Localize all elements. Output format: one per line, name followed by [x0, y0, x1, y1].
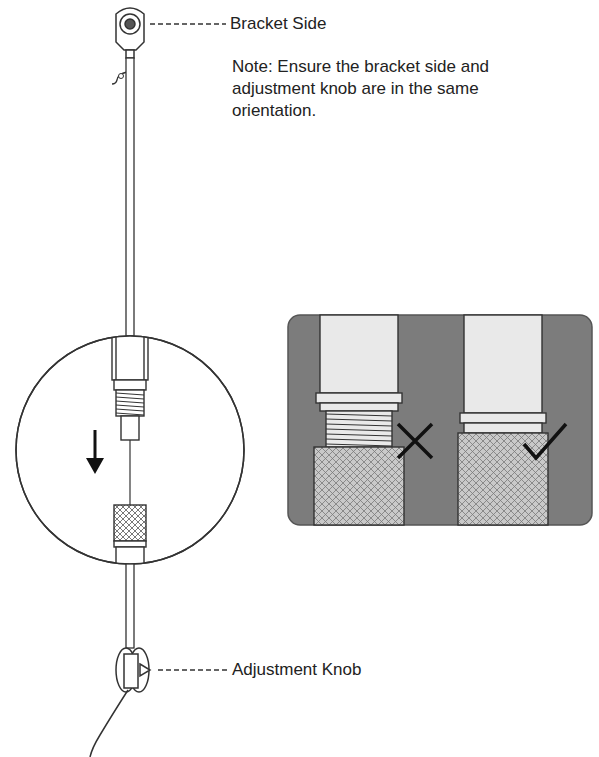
- thread-line: [326, 419, 392, 421]
- thread-line: [116, 397, 144, 399]
- thread-line: [116, 393, 144, 395]
- part-label: Adjustment Knob: [232, 659, 361, 681]
- thread-line: [116, 409, 144, 411]
- thread-line: [326, 414, 392, 416]
- thread-line: [116, 401, 144, 403]
- thread-line: [326, 444, 392, 446]
- part-label: Bracket Side: [230, 13, 326, 35]
- thread-line: [116, 413, 144, 415]
- thread-line: [326, 434, 392, 436]
- thread-line: [116, 405, 144, 407]
- thread-line: [326, 424, 392, 426]
- note-text: Note: Ensure the bracket side and adjust…: [232, 56, 532, 122]
- thread-line: [326, 439, 392, 441]
- thread-line: [326, 429, 392, 431]
